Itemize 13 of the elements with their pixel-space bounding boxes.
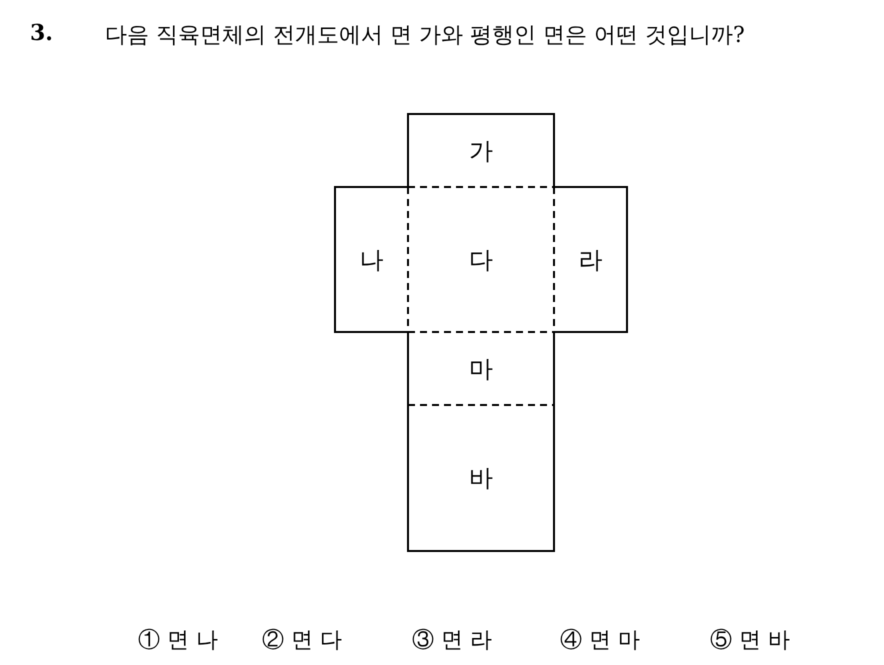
answer-choice: ① 면 나 — [138, 627, 218, 655]
face-label: 라 — [578, 244, 602, 276]
face-label: 나 — [360, 244, 384, 276]
face-label: 바 — [469, 463, 493, 494]
question-text: 다음 직육면체의 전개도에서 면 가와 평행인 면은 어떤 것입니까? — [105, 22, 745, 50]
face-label: 다 — [469, 244, 493, 276]
question-number: 3. — [30, 20, 53, 46]
answer-choice: ④ 면 마 — [560, 627, 640, 655]
answer-choice: ② 면 다 — [262, 627, 342, 655]
answer-choice: ③ 면 라 — [412, 627, 492, 655]
face-label: 마 — [469, 354, 493, 384]
face-label: 가 — [469, 136, 493, 166]
answer-choice: ⑤ 면 바 — [710, 627, 790, 655]
